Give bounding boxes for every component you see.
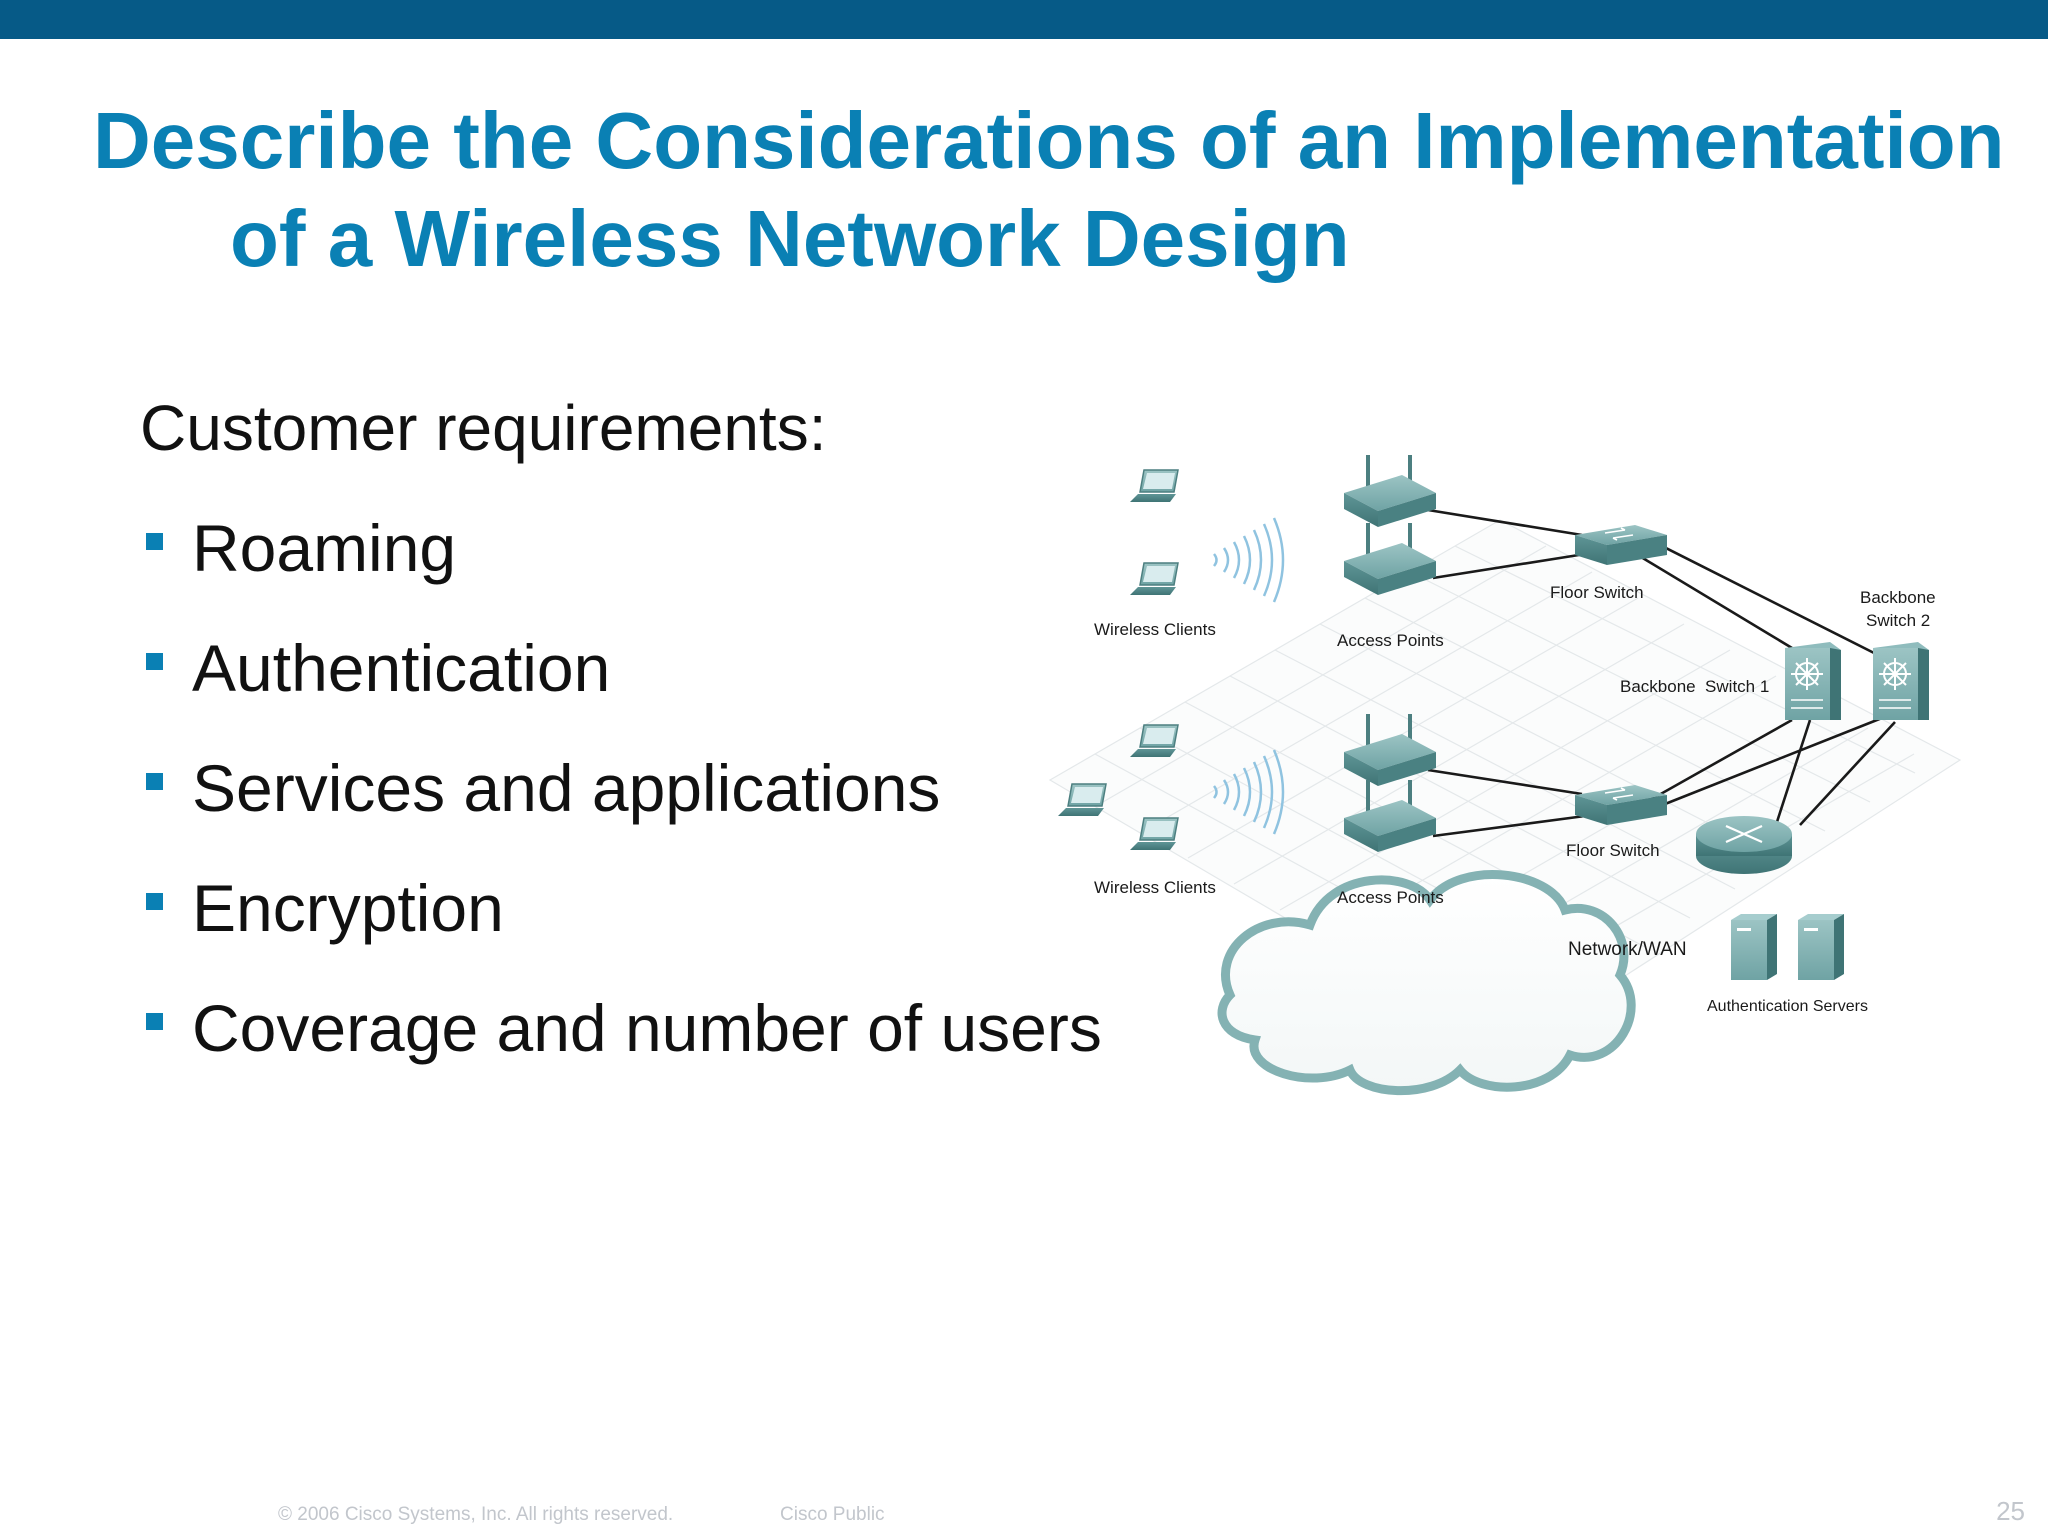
wireless-signal-icon — [1212, 517, 1285, 603]
intro-text: Customer requirements: — [140, 392, 827, 464]
server-icon — [1731, 914, 1777, 980]
floor-switch-label: Floor Switch — [1566, 841, 1660, 860]
laptop-icon — [1130, 724, 1179, 757]
laptop-icon — [1130, 469, 1179, 502]
bullet-square-icon — [146, 1013, 163, 1030]
list-item-label: Roaming — [192, 511, 457, 585]
network-wan-cloud — [1217, 870, 1636, 1096]
wireless-signal-icon — [1212, 749, 1285, 835]
wireless-network-diagram: Wireless Clients Access Points Floor Swi… — [1048, 455, 1962, 1096]
laptop-icon — [1130, 817, 1179, 850]
list-item-label: Services and applications — [192, 751, 941, 825]
list-item-label: Coverage and number of users — [192, 991, 1102, 1065]
backbone-switch-2-label-line-1: Backbone — [1860, 588, 1936, 607]
backbone-switch-1-label: Backbone Switch 1 — [1620, 677, 1769, 696]
authentication-servers-label: Authentication Servers — [1707, 998, 1868, 1015]
laptop-icon — [1130, 562, 1179, 595]
list-item: Coverage and number of users — [140, 988, 1102, 1108]
footer-copyright: © 2006 Cisco Systems, Inc. All rights re… — [278, 1504, 674, 1525]
access-point-icon — [1344, 780, 1436, 852]
access-points-label: Access Points — [1337, 888, 1444, 907]
list-item: Authentication — [140, 628, 1102, 748]
access-point-icon — [1344, 523, 1436, 595]
floor-grid — [1048, 519, 1962, 1051]
slide-title: Describe the Considerations of an Implem… — [93, 92, 2004, 288]
bullet-square-icon — [146, 533, 163, 550]
network-links — [1427, 508, 1896, 838]
access-point-icon — [1344, 714, 1436, 786]
list-item-label: Authentication — [192, 631, 611, 705]
list-item: Encryption — [140, 868, 1102, 988]
access-point-icon — [1344, 455, 1436, 527]
bullet-square-icon — [146, 893, 163, 910]
backbone-switch-1-icon — [1785, 642, 1841, 720]
slide-title-line-1: Describe the Considerations of an Implem… — [93, 96, 2005, 185]
wireless-clients-label: Wireless Clients — [1094, 878, 1216, 897]
list-item: Services and applications — [140, 748, 1102, 868]
floor-switch-icon — [1575, 785, 1667, 825]
bullet-square-icon — [146, 653, 163, 670]
page-number: 25 — [1996, 1496, 2025, 1526]
top-banner — [0, 0, 2048, 39]
floor-switch-label: Floor Switch — [1550, 583, 1644, 602]
router-icon — [1696, 816, 1792, 874]
footer-classification: Cisco Public — [780, 1504, 885, 1525]
list-item-label: Encryption — [192, 871, 504, 945]
wireless-clients-label: Wireless Clients — [1094, 620, 1216, 639]
access-points-label: Access Points — [1337, 631, 1444, 650]
bullet-square-icon — [146, 773, 163, 790]
requirements-list: Roaming Authentication Services and appl… — [140, 508, 1102, 1108]
backbone-switch-2-icon — [1873, 642, 1929, 720]
list-item: Roaming — [140, 508, 1102, 628]
backbone-switch-2-label-line-2: Switch 2 — [1866, 611, 1930, 630]
server-icon — [1798, 914, 1844, 980]
slide-title-line-2: of a Wireless Network Design — [230, 194, 1350, 283]
floor-switch-icon — [1575, 525, 1667, 565]
network-wan-label: Network/WAN — [1568, 939, 1687, 960]
laptop-icon — [1058, 783, 1107, 816]
